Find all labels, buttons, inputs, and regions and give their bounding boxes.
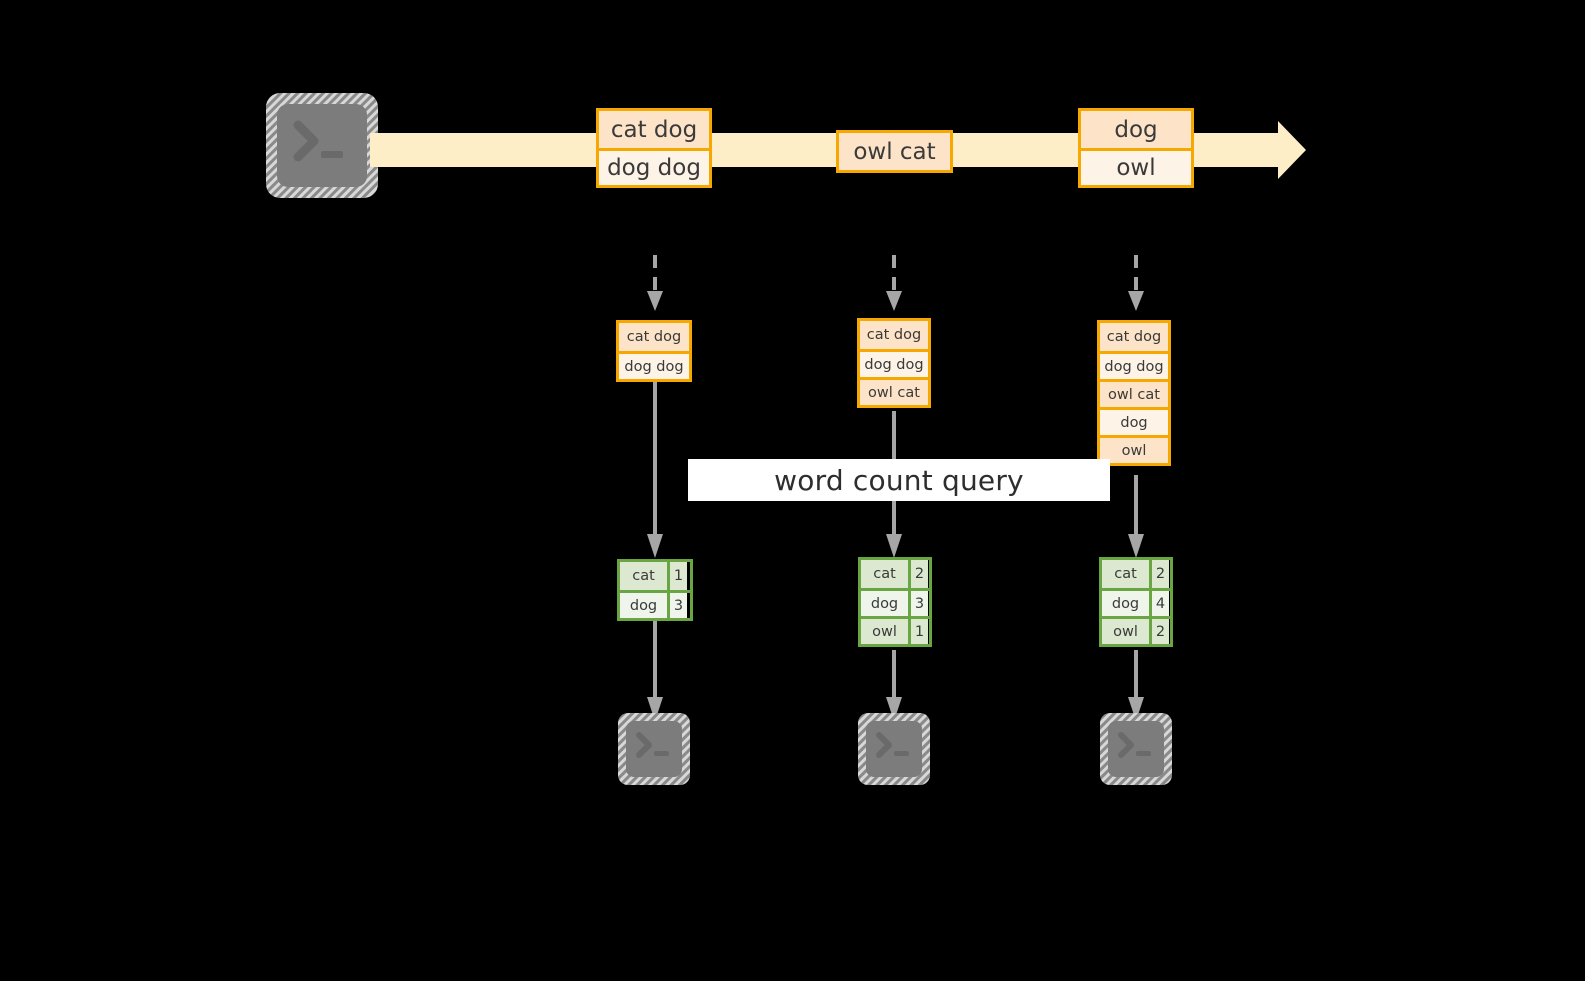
result-word: owl (1102, 619, 1149, 644)
dashed-arrow-to-accumulated-t2 (884, 255, 904, 317)
accumulated-line: owl cat (860, 377, 928, 405)
source-terminal-icon (266, 93, 378, 198)
accumulated-line: dog (1100, 407, 1168, 435)
dashed-arrow-to-accumulated-t1 (645, 255, 665, 317)
accumulated-line: cat dog (1100, 323, 1168, 351)
record-line: owl (1081, 148, 1191, 185)
sink-arrow-t1 (645, 621, 665, 721)
accumulated-line: dog dog (1100, 351, 1168, 379)
stream-record-batch-1: cat dog dog dog (596, 108, 712, 188)
sink-arrow-t3 (1126, 650, 1146, 721)
accumulated-line: owl (1100, 435, 1168, 463)
table-row: dog 4 (1102, 588, 1170, 616)
result-word: owl (861, 619, 908, 644)
sink-terminal-icon-t3 (1100, 713, 1172, 785)
result-word: dog (1102, 591, 1149, 616)
result-word: cat (1102, 560, 1149, 588)
sink-terminal-icon-t2 (858, 713, 930, 785)
result-count: 1 (667, 562, 687, 590)
result-count: 3 (908, 591, 928, 616)
accumulated-line: owl cat (1100, 379, 1168, 407)
result-count: 2 (1149, 619, 1169, 644)
result-count: 4 (1149, 591, 1169, 616)
accumulated-lines-t1: cat dog dog dog (616, 320, 692, 382)
result-count: 2 (1149, 560, 1169, 588)
sink-arrow-t2 (884, 650, 904, 721)
record-line: cat dog (599, 111, 709, 148)
accumulated-lines-t2: cat dog dog dog owl cat (857, 318, 931, 408)
accumulated-line: cat dog (860, 321, 928, 349)
query-label-text: word count query (774, 463, 1024, 497)
record-line: dog dog (599, 148, 709, 185)
query-arrow-t1 (645, 382, 665, 558)
result-count: 3 (667, 593, 687, 618)
query-arrow-t3 (1126, 475, 1146, 558)
accumulated-line: dog dog (860, 349, 928, 377)
result-word: dog (861, 591, 908, 616)
result-count: 1 (908, 619, 928, 644)
table-row: cat 2 (1102, 560, 1170, 588)
table-row: cat 1 (620, 562, 690, 590)
result-table-t1: cat 1 dog 3 (617, 559, 693, 621)
result-table-t3: cat 2 dog 4 owl 2 (1099, 557, 1173, 647)
table-row: owl 1 (861, 616, 929, 644)
stream-record-batch-3: dog owl (1078, 108, 1194, 188)
query-label: word count query (688, 459, 1110, 501)
table-row: dog 3 (861, 588, 929, 616)
result-word: dog (620, 593, 667, 618)
accumulated-lines-t3: cat dog dog dog owl cat dog owl (1097, 320, 1171, 466)
result-count: 2 (908, 560, 928, 588)
result-word: cat (861, 560, 908, 588)
stream-record-batch-2: owl cat (836, 130, 953, 173)
sink-terminal-icon-t1 (618, 713, 690, 785)
record-line: dog (1081, 111, 1191, 148)
result-word: cat (620, 562, 667, 590)
result-table-t2: cat 2 dog 3 owl 1 (858, 557, 932, 647)
accumulated-line: dog dog (619, 351, 689, 379)
record-line: owl cat (839, 133, 950, 170)
stream-arrowhead-icon (1248, 121, 1306, 179)
dashed-arrow-to-accumulated-t3 (1126, 255, 1146, 317)
table-row: cat 2 (861, 560, 929, 588)
table-row: owl 2 (1102, 616, 1170, 644)
accumulated-line: cat dog (619, 323, 689, 351)
table-row: dog 3 (620, 590, 690, 618)
